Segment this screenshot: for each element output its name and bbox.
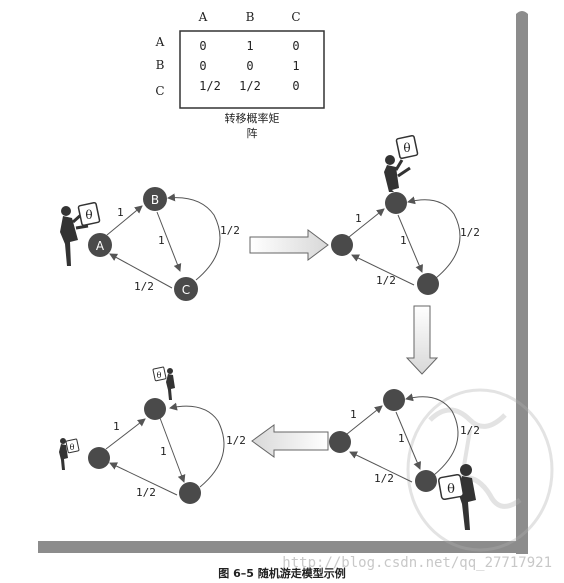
watermark-url: http://blog.csdn.net/qq_27717921 [282,555,552,571]
graph-node [144,398,166,420]
matrix-cell: 0 [199,59,206,73]
page-shadow [38,11,528,554]
graph-edge [346,405,383,435]
edge-label: 1 [117,206,124,219]
matrix-row-header: A [155,35,165,49]
graph-node-b [143,187,167,211]
graph-node [179,482,201,504]
matrix-cell: 1 [292,59,299,73]
node-label: B [151,193,159,207]
edge-label: 1/2 [374,472,394,485]
graph-edge [351,254,415,286]
svg-text:θ: θ [403,141,410,155]
walker-figure-icon: θ [384,134,419,192]
matrix-row-header: C [155,84,164,98]
edge-label: 1/2 [226,434,246,447]
edge-label: 1/2 [460,226,480,239]
node-label: A [96,239,105,253]
graph-edge [109,462,178,496]
graph-node [415,470,437,492]
graph-edge [169,402,225,488]
edge-label: 1/2 [134,280,154,293]
matrix-cell: 1/2 [239,79,261,93]
graph-node [88,447,110,469]
edge-label: 1 [355,212,362,225]
figure-caption: 图 6–5 随机游走模型示例 [218,566,345,580]
edge-label: 1 [160,445,167,458]
edge-label: 1/2 [136,486,156,499]
svg-text:θ: θ [157,371,162,380]
graph-edge [405,393,459,476]
graph-panel-4: 1 1 1/2 1/2 θ θ [59,366,246,504]
transition-arrow-right [249,229,329,261]
graph-node [385,192,407,214]
graph-edge [407,196,461,279]
matrix-cell: 1 [246,39,253,53]
graph-edge [397,214,423,273]
transition-arrow-left [251,424,329,458]
graph-node [329,431,351,453]
svg-text:θ: θ [85,208,92,222]
matrix-cell: 0 [199,39,206,53]
edge-label: 1 [158,234,165,247]
matrix-col-header: B [246,10,255,24]
graph-node-a [88,233,112,257]
transition-arrow-down [405,305,439,375]
walker-figure-icon: θ [437,464,476,530]
graph-node [383,389,405,411]
edge-label: 1/2 [376,274,396,287]
graph-node-c [174,277,198,301]
graph-edge [395,411,421,470]
edge-label: 1 [398,432,405,445]
matrix-col-header: C [291,10,300,24]
svg-text:θ: θ [447,482,455,497]
matrix-caption: 阵 [247,126,258,140]
edge-label: 1/2 [460,424,480,437]
graph-panel-3: 1 1 1/2 1/2 θ [329,389,480,530]
seal-stamp [406,388,554,552]
graph-node [331,234,353,256]
matrix-cell: 0 [292,39,299,53]
graph-edge [106,205,143,236]
walker-figure-icon: θ [60,201,101,266]
graph-edge [167,193,221,281]
edge-label: 1 [350,408,357,421]
node-label: C [182,283,190,297]
graph-panel-1: A B C 1 1 1/2 1/2 θ [60,187,240,301]
graph-node [417,273,439,295]
transition-matrix: A B C A B C 0 1 0 0 0 1 1/2 1/2 0 转移概率矩 … [155,10,325,140]
edge-label: 1/2 [220,224,240,237]
matrix-row-header: B [156,58,165,72]
edge-label: 1 [400,234,407,247]
graph-edge [159,417,186,483]
svg-text:θ: θ [70,443,75,452]
graph-edge [156,211,182,272]
matrix-cell: 0 [246,59,253,73]
matrix-cell: 0 [292,79,299,93]
matrix-col-header: A [198,10,208,24]
walker-figure-icon: θ [152,366,175,400]
edge-label: 1 [113,420,120,433]
graph-edge [349,451,413,483]
graph-edge [109,253,173,289]
graph-edge [348,208,385,238]
walker-figure-icon: θ [59,438,80,470]
matrix-cell: 1/2 [199,79,221,93]
graph-edge [105,418,146,450]
graph-panel-2: 1 1 1/2 1/2 θ [331,134,480,295]
matrix-frame [179,30,325,109]
matrix-caption: 转移概率矩 [225,111,280,125]
